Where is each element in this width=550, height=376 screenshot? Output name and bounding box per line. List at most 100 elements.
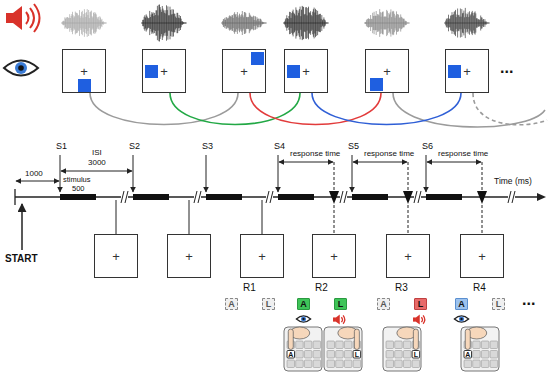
finger (288, 329, 293, 350)
keyboard-key (481, 351, 489, 359)
keyboard-key (403, 341, 411, 349)
waveform-axis (141, 23, 187, 24)
response-key: L (262, 298, 275, 310)
keyboard-key (296, 341, 304, 349)
nback-arc (90, 93, 238, 125)
visual-target (448, 65, 461, 78)
visual-target (251, 52, 264, 65)
visual-target (78, 79, 91, 92)
keyboard-key (313, 351, 321, 359)
stimulus-bars (60, 194, 462, 200)
response-label: R3 (395, 283, 408, 293)
keyboard (461, 327, 499, 371)
stimulus-label: S1 (56, 142, 67, 151)
stimulus-screen: + (284, 49, 328, 93)
keyboard-key (403, 360, 411, 368)
keyboard-key (481, 341, 489, 349)
ellipsis: ... (500, 60, 513, 76)
response-key: L (414, 298, 427, 310)
keyboard-key (327, 360, 335, 368)
keyboard (324, 327, 362, 371)
interval-label: response time (364, 150, 414, 158)
fixation-cross: + (240, 65, 248, 78)
axis-label: Time (ms) (494, 177, 532, 186)
keyboard-key (490, 360, 498, 368)
fixation-cross: + (404, 250, 412, 263)
visual-target (370, 78, 383, 91)
stimulus-label: S6 (422, 142, 433, 151)
keyboard-key (481, 360, 489, 368)
visual-target (287, 65, 300, 78)
key-letter: A (458, 300, 465, 309)
keyboard-key (344, 341, 352, 349)
keyboard-key (386, 341, 394, 349)
key-letter: A (465, 351, 470, 358)
fixation-screen: + (386, 234, 430, 278)
keyboard-key (395, 341, 403, 349)
response-label: R2 (315, 283, 328, 293)
fixation-screen: + (460, 234, 504, 278)
keyboard-key (336, 341, 344, 349)
response-key: L (334, 298, 347, 310)
duration-label: 3000 (88, 159, 106, 167)
keyboard-key (473, 360, 481, 368)
nback-arc (312, 93, 461, 125)
keyboard-key (386, 351, 394, 359)
fixation-cross: + (258, 250, 266, 263)
fixation-cross: + (383, 65, 391, 78)
keyboard-key (287, 360, 295, 368)
eye-icon (4, 61, 38, 76)
key-letter: L (266, 300, 272, 309)
keyboard-key (313, 360, 321, 368)
waveform-axis (444, 23, 490, 24)
keyboard-key (327, 351, 335, 359)
small-speaker-icon (413, 315, 425, 325)
response-label: R1 (243, 283, 256, 293)
fixation-cross: + (185, 250, 193, 263)
stimulus-screen: + (222, 49, 266, 93)
fixation-cross: + (302, 65, 310, 78)
fixation-screen: + (312, 234, 356, 278)
finger (413, 329, 418, 350)
waveform-axis (364, 23, 410, 24)
key-letter: L (355, 351, 359, 358)
stimulus-label: S2 (129, 142, 140, 151)
waveform-axis (61, 23, 107, 24)
keyboard-key (296, 351, 304, 359)
key-letter: L (338, 300, 344, 309)
screen-connectors (116, 200, 262, 234)
duration-label: ISI (92, 149, 102, 157)
timeline-arrowhead (537, 193, 546, 201)
fixation-cross: + (478, 250, 486, 263)
axis-breaks (121, 191, 515, 203)
keyboard-key (473, 341, 481, 349)
keyboard-key (490, 351, 498, 359)
small-speaker-icon (333, 315, 345, 325)
stimulus-label: S4 (274, 142, 285, 151)
duration-label: 1000 (25, 170, 43, 178)
keyboard-key (327, 341, 335, 349)
keyboard-key (313, 341, 321, 349)
ellipsis: ... (522, 292, 535, 308)
keyboard-key (386, 360, 394, 368)
start-label: START (5, 254, 38, 264)
waveform-axis (221, 23, 267, 24)
keyboard-key (403, 351, 411, 359)
stimulus-screen: + (365, 49, 409, 93)
response-key: A (455, 298, 468, 310)
response-key: A (225, 298, 238, 310)
small-eye-icon (454, 316, 468, 322)
keyboard-key (464, 360, 472, 368)
fixation-cross: + (80, 65, 88, 78)
fixation-screen: + (167, 234, 211, 278)
fixation-cross: + (330, 250, 338, 263)
key-letter: A (228, 300, 235, 309)
keyboard-key (353, 360, 361, 368)
response-key: A (297, 298, 310, 310)
nback-arc (250, 93, 381, 125)
keyboard (383, 327, 421, 371)
stimulus-label: S5 (348, 142, 359, 151)
keyboard-key (395, 351, 403, 359)
fixation-screen: + (240, 234, 284, 278)
